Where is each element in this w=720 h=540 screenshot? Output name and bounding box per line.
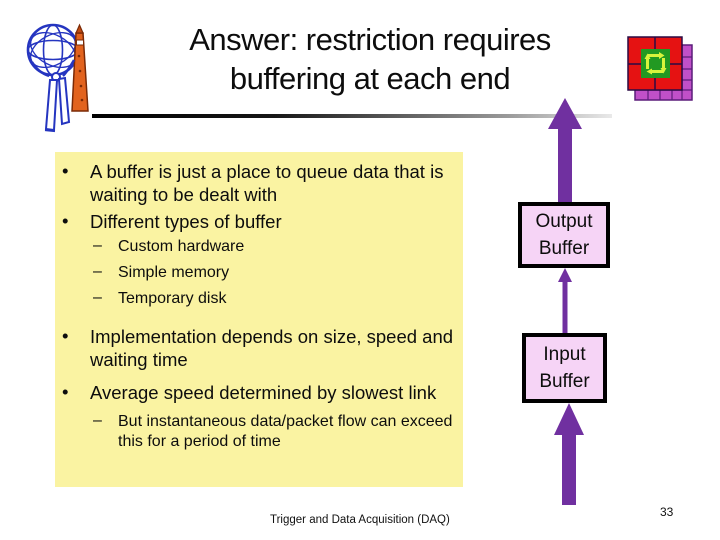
obelisk bbox=[71, 23, 89, 112]
cycle-arrows bbox=[644, 52, 667, 75]
bullet-marker: • bbox=[62, 210, 69, 231]
title-line-2: buffering at each end bbox=[229, 61, 511, 96]
bullet-text: But instantaneous data/packet flow can e… bbox=[118, 413, 453, 450]
bullet-marker: • bbox=[62, 325, 69, 346]
bullet-text: Temporary disk bbox=[118, 290, 227, 307]
sub-bullet-item: – Temporary disk bbox=[55, 289, 457, 309]
bullet-item: • Average speed determined by slowest li… bbox=[55, 381, 457, 404]
dataflow-arrows bbox=[548, 98, 584, 505]
atlas-figure bbox=[30, 59, 76, 133]
dash-marker: – bbox=[93, 263, 102, 280]
dash-marker: – bbox=[93, 412, 102, 429]
up-arrow-top bbox=[548, 98, 582, 205]
input-buffer-label: Input Buffer bbox=[539, 344, 590, 392]
sub-bullet-item: – But instantaneous data/packet flow can… bbox=[55, 412, 457, 452]
bullet-marker: • bbox=[62, 381, 69, 402]
title-line-1: Answer: restriction requires bbox=[189, 22, 551, 57]
sub-bullet-item: – Custom hardware bbox=[55, 237, 457, 257]
green-center-square bbox=[641, 49, 670, 78]
input-buffer-box: Input Buffer bbox=[522, 333, 607, 403]
bullet-item: • Different types of buffer bbox=[55, 210, 457, 233]
title-underline bbox=[92, 114, 612, 118]
up-arrow-middle-thin bbox=[558, 268, 572, 337]
bullet-item: • Implementation depends on size, speed … bbox=[55, 325, 457, 371]
bullet-text: Simple memory bbox=[118, 264, 230, 281]
bullet-text: Implementation depends on size, speed an… bbox=[90, 326, 454, 370]
content-panel: • A buffer is just a place to queue data… bbox=[55, 152, 463, 487]
detector-cycle-icon bbox=[627, 36, 693, 101]
footer-title: Trigger and Data Acquisition (DAQ) bbox=[270, 514, 450, 526]
bullet-item: • A buffer is just a place to queue data… bbox=[55, 160, 457, 206]
up-arrow-bottom bbox=[554, 403, 584, 505]
sub-bullet-item: – Simple memory bbox=[55, 263, 457, 283]
bullet-text: A buffer is just a place to queue data t… bbox=[90, 161, 444, 205]
atlas-experiment-logo-icon bbox=[26, 23, 89, 133]
output-buffer-label: Output Buffer bbox=[535, 211, 593, 259]
output-buffer-box: Output Buffer bbox=[518, 202, 610, 268]
dash-marker: – bbox=[93, 289, 102, 306]
bullet-text: Average speed determined by slowest link bbox=[90, 382, 437, 403]
bullet-text: Different types of buffer bbox=[90, 211, 282, 232]
slide-page-number: 33 bbox=[660, 505, 674, 519]
slide-title: Answer: restriction requires buffering a… bbox=[115, 20, 625, 98]
red-quadrant-square bbox=[627, 36, 683, 91]
bullet-marker: • bbox=[62, 160, 69, 181]
dash-marker: – bbox=[93, 237, 102, 254]
bullet-text: Custom hardware bbox=[118, 238, 245, 255]
